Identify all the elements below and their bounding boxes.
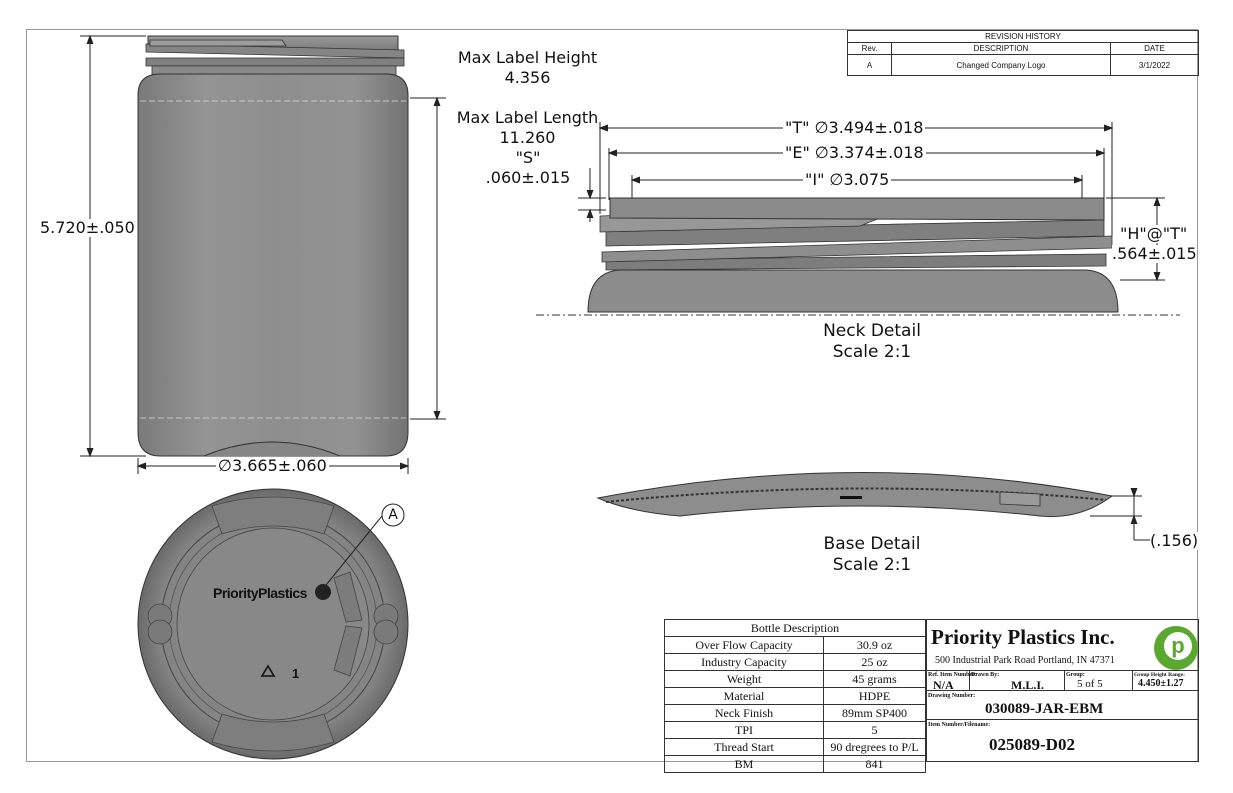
revision-date-cell: 3/1/2022 xyxy=(1110,54,1199,76)
diameter-symbol: ∅ xyxy=(218,456,232,475)
base-detail-title: Base Detail xyxy=(823,534,921,554)
spec-value: 90 dregrees to P/L xyxy=(823,738,926,756)
spec-value: 89mm SP400 xyxy=(823,704,926,722)
spec-value: 25 oz xyxy=(823,653,926,671)
spec-key: Material xyxy=(664,687,824,705)
revision-history-table: REVISION HISTORY Rev. DESCRIPTION DATE A… xyxy=(847,30,1199,76)
diameter-symbol: ∅ xyxy=(809,143,829,162)
s-dimension-value: .060±.015 xyxy=(485,168,571,187)
callout-a-label: A xyxy=(388,507,398,523)
max-label-height-title: Max Label Height xyxy=(457,48,598,67)
revision-description-cell: Changed Company Logo xyxy=(891,54,1111,76)
company-name: Priority Plastics Inc. xyxy=(931,625,1115,649)
base-detail-view xyxy=(596,472,1114,518)
i-dim-label: "I" xyxy=(805,170,825,189)
neck-dimensions xyxy=(578,122,1165,282)
max-label-length-title: Max Label Length xyxy=(456,108,599,127)
e-dim-label: "E" xyxy=(785,143,810,162)
neck-detail-view xyxy=(536,197,1180,316)
drawing-number-label: Drawing Number: xyxy=(928,693,976,699)
spec-value: 45 grams xyxy=(823,670,926,688)
revision-rev-cell: A xyxy=(847,54,892,76)
drawing-frame xyxy=(26,29,1198,762)
overall-height-value: 5.720±.050 xyxy=(40,218,135,237)
spec-key: BM xyxy=(664,755,824,773)
spec-value: 841 xyxy=(823,755,926,773)
label-height-dimension xyxy=(410,96,446,421)
group-height-value: 4.450±1.27 xyxy=(1138,678,1184,689)
spec-key: Over Flow Capacity xyxy=(664,636,824,654)
diameter-symbol: ∅ xyxy=(809,118,829,137)
spec-key: Weight xyxy=(664,670,824,688)
spec-value: HDPE xyxy=(823,687,926,705)
logo-letter: p xyxy=(1171,633,1185,658)
spec-key: Neck Finish xyxy=(664,704,824,722)
item-number-value: 025089-D02 xyxy=(989,735,1075,754)
spec-key: Thread Start xyxy=(664,738,824,756)
diameter-value: ∅3.665±.060 xyxy=(216,457,329,475)
spec-value: 5 xyxy=(823,721,926,739)
drawn-by-value: M.L.I. xyxy=(1011,678,1044,692)
callout-a-leader xyxy=(321,503,405,591)
ref-item-label: Ref. Item Number: xyxy=(928,672,977,678)
bottle-description-title: Bottle Description xyxy=(664,619,926,637)
ref-item-value: N/A xyxy=(933,678,954,692)
neck-detail-title: Neck Detail xyxy=(823,321,921,341)
base-depth-value: (.156) xyxy=(1150,531,1199,550)
company-logo xyxy=(1154,626,1198,670)
h-dimension-value: .564±.015 xyxy=(1112,244,1197,263)
h-dimension-label: "H"@"T" xyxy=(1120,224,1188,243)
diameter-symbol: ∅ xyxy=(824,170,844,189)
t-dim-label: "T" xyxy=(785,118,810,137)
max-label-height-value: 4.356 xyxy=(504,68,551,87)
spec-key: Industry Capacity xyxy=(664,653,824,671)
recycle-code: 1 xyxy=(292,666,300,681)
spec-key: TPI xyxy=(664,721,824,739)
base-bottom-view xyxy=(137,488,409,760)
base-detail-scale: Scale 2:1 xyxy=(832,555,912,575)
group-height-label: Group Height Range: xyxy=(1134,672,1185,678)
t-dimension: "T" ∅3.494±.018 xyxy=(783,118,926,137)
e-dim-value: 3.374±.018 xyxy=(828,143,924,162)
jar-front-view xyxy=(137,35,409,457)
base-dimensions xyxy=(1090,487,1152,541)
base-brand-text: PriorityPlastics xyxy=(213,585,307,601)
company-address: 500 Industrial Park Road Portland, IN 47… xyxy=(935,655,1115,666)
t-dim-value: 3.494±.018 xyxy=(828,118,924,137)
overall-height-dimension xyxy=(80,34,146,458)
drawing-number-value: 030089-JAR-EBM xyxy=(985,701,1104,717)
i-dim-value: 3.075 xyxy=(843,170,890,189)
i-dimension: "I" ∅3.075 xyxy=(803,170,892,189)
max-label-length-value: 11.260 xyxy=(499,128,556,147)
group-label: Group: xyxy=(1066,672,1085,678)
e-dimension: "E" ∅3.374±.018 xyxy=(783,144,926,162)
s-dimension-label: "S" xyxy=(515,148,541,167)
diameter-text: 3.665±.060 xyxy=(231,456,327,475)
title-block: Priority Plastics Inc. 500 Industrial Pa… xyxy=(926,619,1199,762)
neck-detail-scale: Scale 2:1 xyxy=(832,342,912,362)
spec-value: 30.9 oz xyxy=(823,636,926,654)
group-value: 5 of 5 xyxy=(1077,678,1103,690)
item-number-label: Item Number/Filename: xyxy=(928,722,991,728)
drawn-by-label: Drawn By: xyxy=(971,672,1000,678)
